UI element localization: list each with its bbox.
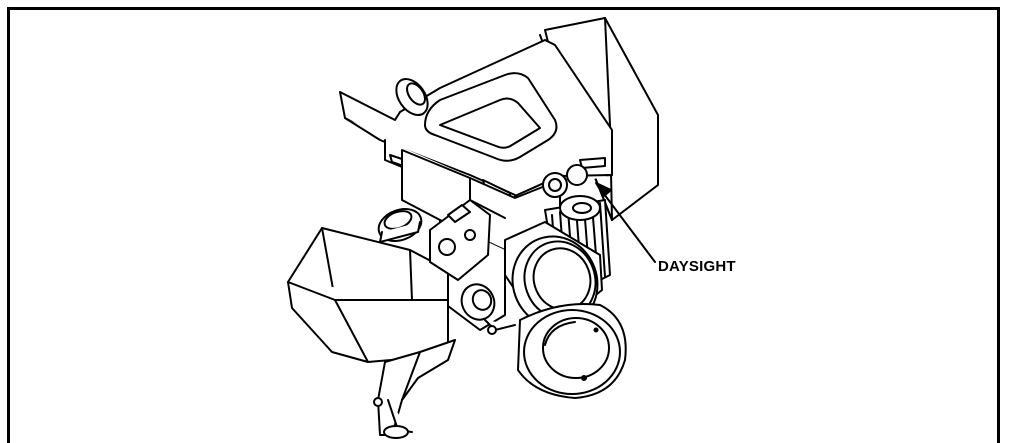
daysight-callout-label: DAYSIGHT bbox=[658, 258, 736, 275]
eyepiece-ring bbox=[517, 303, 627, 399]
mount-bracket bbox=[429, 199, 491, 281]
support-arm bbox=[373, 339, 456, 439]
side-cap bbox=[377, 208, 423, 243]
focus-knob bbox=[460, 283, 516, 335]
callout-leader-arrow bbox=[595, 182, 656, 263]
front-eyepiece-hood bbox=[287, 227, 449, 363]
rear-knob bbox=[395, 77, 429, 117]
